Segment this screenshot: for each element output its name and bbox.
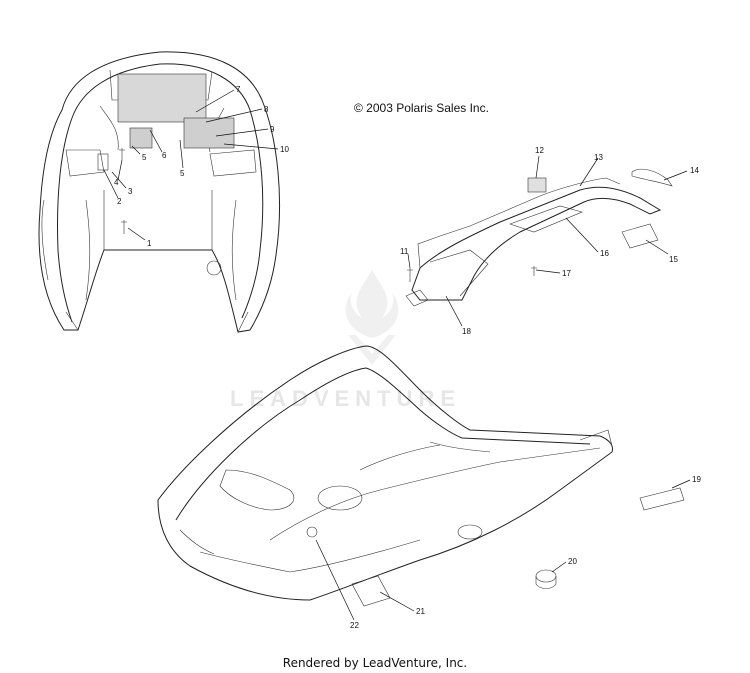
callout-14: 14 xyxy=(690,166,699,175)
leader-lines xyxy=(103,89,691,621)
leadventure-watermark: LEADVENTURE xyxy=(230,386,462,411)
callout-17: 17 xyxy=(562,269,571,278)
callout-15: 15 xyxy=(669,255,678,264)
callout-6: 6 xyxy=(162,151,167,160)
callout-9: 9 xyxy=(270,125,275,134)
callout-2: 2 xyxy=(117,197,122,206)
footer-credit: Rendered by LeadVenture, Inc. xyxy=(282,656,468,670)
callout-18: 18 xyxy=(462,327,471,336)
callout-20: 20 xyxy=(568,557,577,566)
parts-19-20-21 xyxy=(351,487,685,607)
callout-labels: 1 2 3 4 5 5 6 7 8 9 10 11 12 13 14 15 16… xyxy=(114,85,701,630)
callout-21: 21 xyxy=(416,607,425,616)
callout-4: 4 xyxy=(114,178,119,187)
callout-5b: 5 xyxy=(180,169,185,178)
seat-base-drawing xyxy=(38,51,281,333)
callout-22: 22 xyxy=(350,621,359,630)
callout-5a: 5 xyxy=(142,153,147,162)
callout-11: 11 xyxy=(400,247,409,256)
callout-19: 19 xyxy=(692,475,701,484)
copyright-notice: © 2003 Polaris Sales Inc. xyxy=(354,101,489,115)
callout-16: 16 xyxy=(600,249,609,258)
hardware-upper-left xyxy=(97,148,127,234)
hood-console-drawing xyxy=(157,345,613,601)
seat-strap-drawing xyxy=(405,168,673,307)
callout-8: 8 xyxy=(264,105,269,114)
callout-1: 1 xyxy=(147,239,152,248)
callout-13: 13 xyxy=(594,153,603,162)
callout-12: 12 xyxy=(535,146,544,155)
callout-10: 10 xyxy=(280,145,289,154)
callout-3: 3 xyxy=(128,187,133,196)
callout-7: 7 xyxy=(236,85,241,94)
watermark-logo xyxy=(345,270,399,365)
